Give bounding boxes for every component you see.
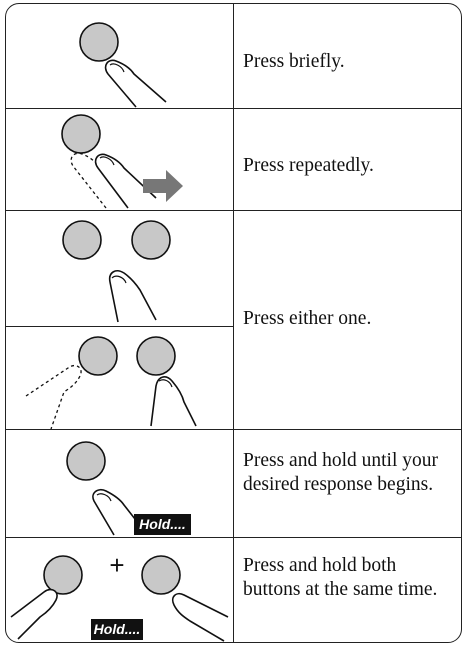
button-icon <box>136 336 176 376</box>
row-divider <box>6 210 461 211</box>
press-hold-both-illustration: + Hold.... <box>6 537 233 642</box>
finger-icon <box>150 376 197 427</box>
button-icon <box>62 220 102 260</box>
button-icon <box>66 441 106 481</box>
plus-sign: + <box>109 550 125 580</box>
finger-ghost-icon <box>25 364 82 430</box>
press-either-illustration-top <box>6 210 233 326</box>
press-either-text: Press either one. <box>243 308 372 329</box>
finger-left-icon <box>10 588 58 640</box>
press-hold-illustration: Hold.... <box>6 429 233 537</box>
hold-badge <box>134 514 191 535</box>
button-icon <box>141 555 181 595</box>
press-either-illustration-bottom <box>6 326 233 430</box>
button-icon <box>43 555 83 595</box>
press-repeatedly-illustration <box>6 108 233 210</box>
arrow-right-icon <box>143 170 183 202</box>
instruction-table: Press briefly. Press repeatedly. Press <box>5 3 462 643</box>
row-divider <box>6 108 461 109</box>
button-icon <box>79 22 119 62</box>
press-repeatedly-text: Press repeatedly. <box>243 155 374 176</box>
press-hold-both-text: Press and hold both buttons at the same … <box>243 555 438 600</box>
row-divider <box>6 326 233 327</box>
press-briefly-text: Press briefly. <box>243 51 345 72</box>
finger-right-icon <box>171 592 229 642</box>
finger-icon <box>104 59 167 108</box>
finger-icon <box>92 488 147 536</box>
hold-label: Hold.... <box>139 516 186 532</box>
button-icon <box>61 114 101 154</box>
row-divider <box>6 537 461 538</box>
hold-label: Hold.... <box>93 621 141 637</box>
row-divider <box>6 429 461 430</box>
press-briefly-illustration <box>6 4 233 108</box>
button-icon <box>78 336 118 376</box>
button-icon <box>131 220 171 260</box>
press-hold-text: Press and hold until your desired respon… <box>243 450 438 495</box>
finger-icon <box>94 153 157 209</box>
column-divider <box>233 4 234 642</box>
hold-badge <box>91 619 143 640</box>
finger-icon <box>108 270 157 323</box>
